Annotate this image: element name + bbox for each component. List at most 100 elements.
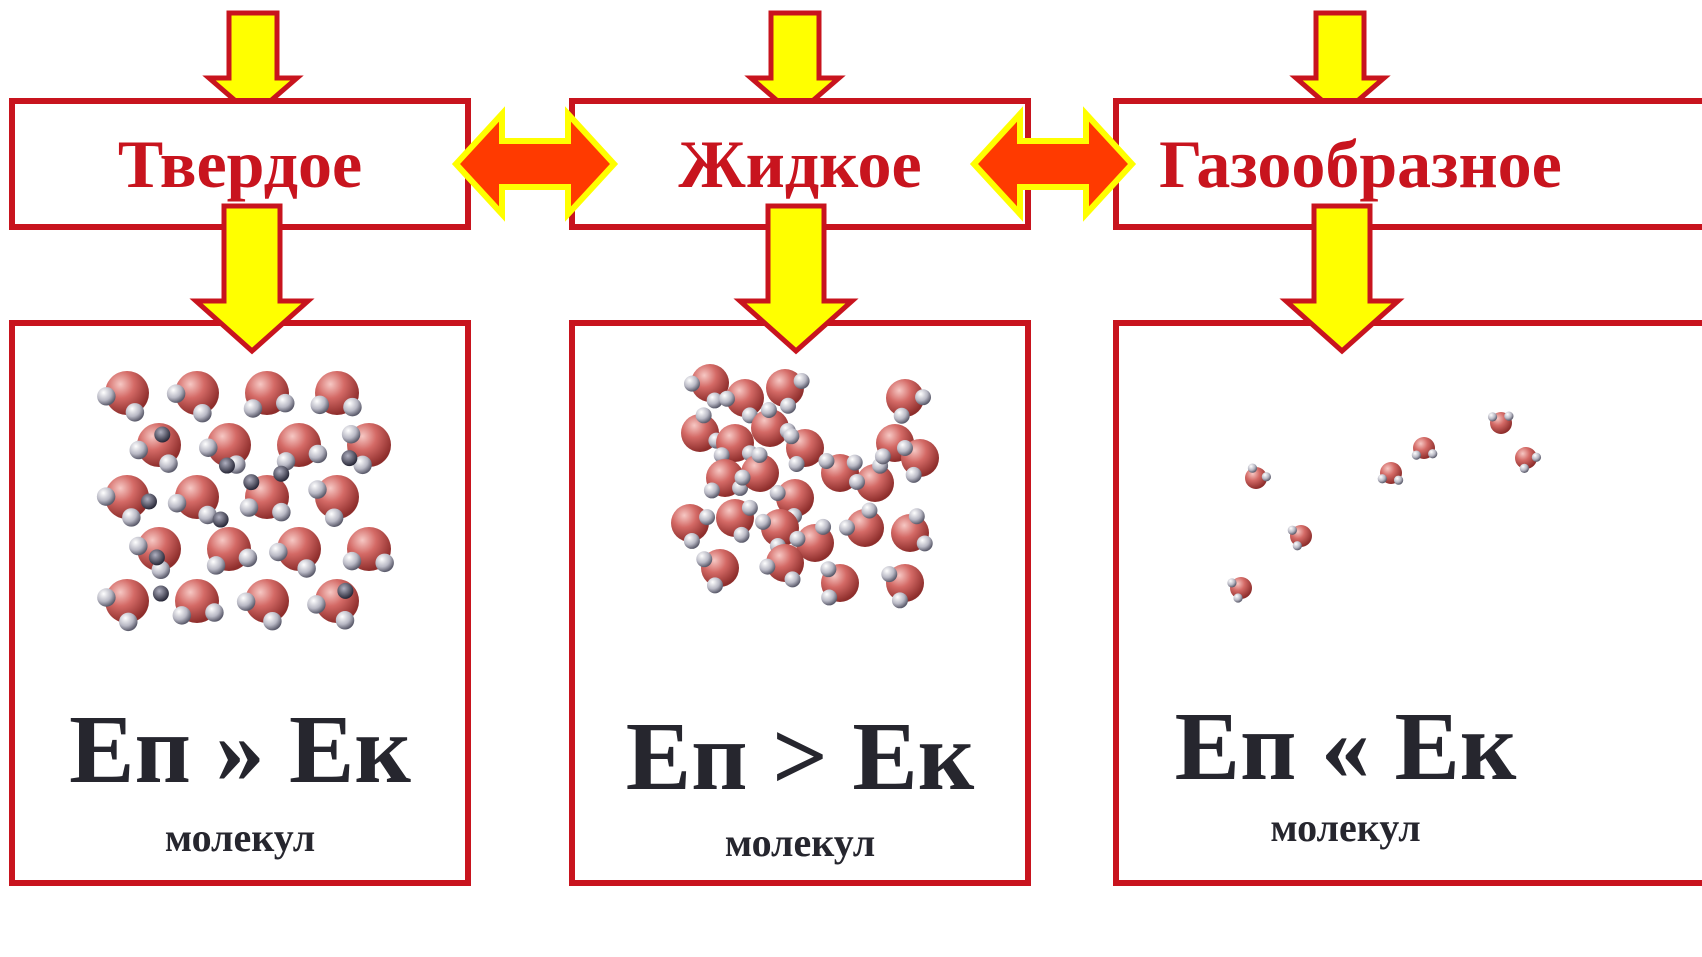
molecule-atom — [695, 407, 712, 424]
molecule-atom — [707, 577, 723, 594]
molecule-atom — [769, 485, 786, 501]
molecule-illustration — [1227, 411, 1542, 603]
molecule-atom — [239, 498, 259, 517]
molecule-atom — [193, 403, 212, 423]
down-arrow-icon — [1289, 10, 1391, 120]
molecule-atom — [276, 393, 295, 413]
molecule-atom — [198, 505, 217, 525]
molecule-atom — [891, 592, 908, 609]
molecule-atom — [175, 371, 219, 415]
molecule-atom — [874, 448, 891, 465]
molecule-atom — [856, 464, 894, 502]
molecule-atom — [341, 450, 358, 467]
molecule-atom — [236, 592, 256, 611]
double-arrow-icon — [969, 106, 1137, 222]
molecule-atom — [1393, 475, 1404, 485]
molecule-atom — [699, 509, 716, 526]
molecule-atom — [152, 585, 169, 602]
molecule-atom — [789, 530, 806, 547]
molecule-atom — [741, 499, 758, 516]
molecule-atom — [308, 480, 327, 499]
molecule-atom — [140, 493, 157, 510]
down-arrow-icon — [733, 203, 859, 355]
state-label: Газообразное — [1159, 126, 1562, 202]
molecule-atom — [1287, 525, 1297, 535]
down-arrow-icon — [744, 10, 846, 120]
molecule-atom — [207, 423, 251, 467]
molecule-illustration — [96, 371, 394, 632]
molecule-atom — [886, 379, 924, 417]
molecule-atom — [129, 536, 148, 556]
molecule-atom — [159, 454, 178, 473]
molecule-atom — [199, 438, 218, 457]
molecule-atom — [846, 509, 884, 547]
molecule-atom — [821, 589, 838, 606]
molecule-atom — [784, 571, 801, 588]
molecule-atom — [342, 551, 362, 571]
molecule-atom — [1504, 411, 1514, 421]
molecule-atom — [308, 444, 328, 464]
molecule-illustration — [671, 364, 939, 609]
molecule-atom — [815, 518, 832, 535]
molecule-atom — [1519, 463, 1529, 473]
molecule-atom — [96, 487, 116, 506]
molecule-atom — [307, 595, 326, 614]
molecule-atom — [166, 384, 186, 403]
formula-subscript: молекул — [164, 815, 316, 860]
molecule-atom — [137, 527, 181, 571]
molecule-atom — [846, 454, 863, 471]
energy-formula: Еп > Ек — [625, 703, 975, 811]
molecule-atom — [269, 542, 288, 562]
molecule-atom — [788, 455, 805, 472]
molecule-atom — [206, 556, 226, 575]
molecule-atom — [167, 493, 187, 513]
formula-subscript: молекул — [724, 820, 876, 865]
molecule-atom — [818, 453, 835, 470]
molecule-atom — [1227, 578, 1237, 588]
molecule-atom — [273, 465, 290, 482]
molecule-atom — [297, 559, 316, 578]
molecule-atom — [683, 532, 700, 549]
molecule-atom — [105, 475, 149, 519]
molecule-atom — [908, 508, 925, 525]
down-arrow-icon — [1279, 203, 1405, 355]
molecule-atom — [125, 403, 145, 422]
molecule-atom — [1247, 463, 1258, 473]
molecule-atom — [760, 402, 777, 418]
molecule-atom — [783, 428, 800, 445]
molecule-atom — [1411, 450, 1422, 460]
state-panel-gas: Еп « Ек молекул — [1113, 320, 1702, 886]
molecule-atom — [343, 397, 362, 417]
molecule-atom — [793, 372, 810, 389]
state-header-liquid: Жидкое — [569, 98, 1031, 230]
molecule-atom — [915, 389, 932, 406]
molecule-atom — [761, 509, 799, 547]
molecule-atom — [105, 579, 149, 623]
molecule-atom — [341, 425, 361, 444]
molecule-atom — [272, 502, 291, 522]
energy-formula: Еп « Ек — [1174, 693, 1517, 801]
molecule-atom — [172, 606, 192, 625]
molecule-atom — [324, 508, 344, 527]
down-arrow-icon — [202, 10, 304, 120]
molecule-atom — [893, 407, 910, 424]
molecule-atom — [741, 454, 779, 492]
state-panel-liquid: Еп > Ек молекул — [569, 320, 1031, 886]
molecule-atom — [243, 399, 263, 418]
molecule-atom — [335, 611, 355, 630]
molecule-atom — [881, 566, 898, 583]
state-panel-solid: Еп » Ек молекул — [9, 320, 471, 886]
molecule-atom — [755, 513, 772, 530]
state-label: Жидкое — [678, 126, 922, 202]
molecule-atom — [718, 390, 735, 407]
molecule-atom — [751, 409, 789, 447]
molecule-atom — [245, 579, 289, 623]
molecule-atom — [1428, 449, 1438, 459]
molecule-atom — [751, 446, 768, 463]
molecule-atom — [703, 482, 720, 499]
molecule-atom — [1487, 412, 1498, 422]
molecule-atom — [218, 457, 235, 474]
molecule-atom — [734, 469, 751, 486]
molecule-atom — [97, 387, 116, 406]
molecule-atom — [1292, 541, 1302, 551]
